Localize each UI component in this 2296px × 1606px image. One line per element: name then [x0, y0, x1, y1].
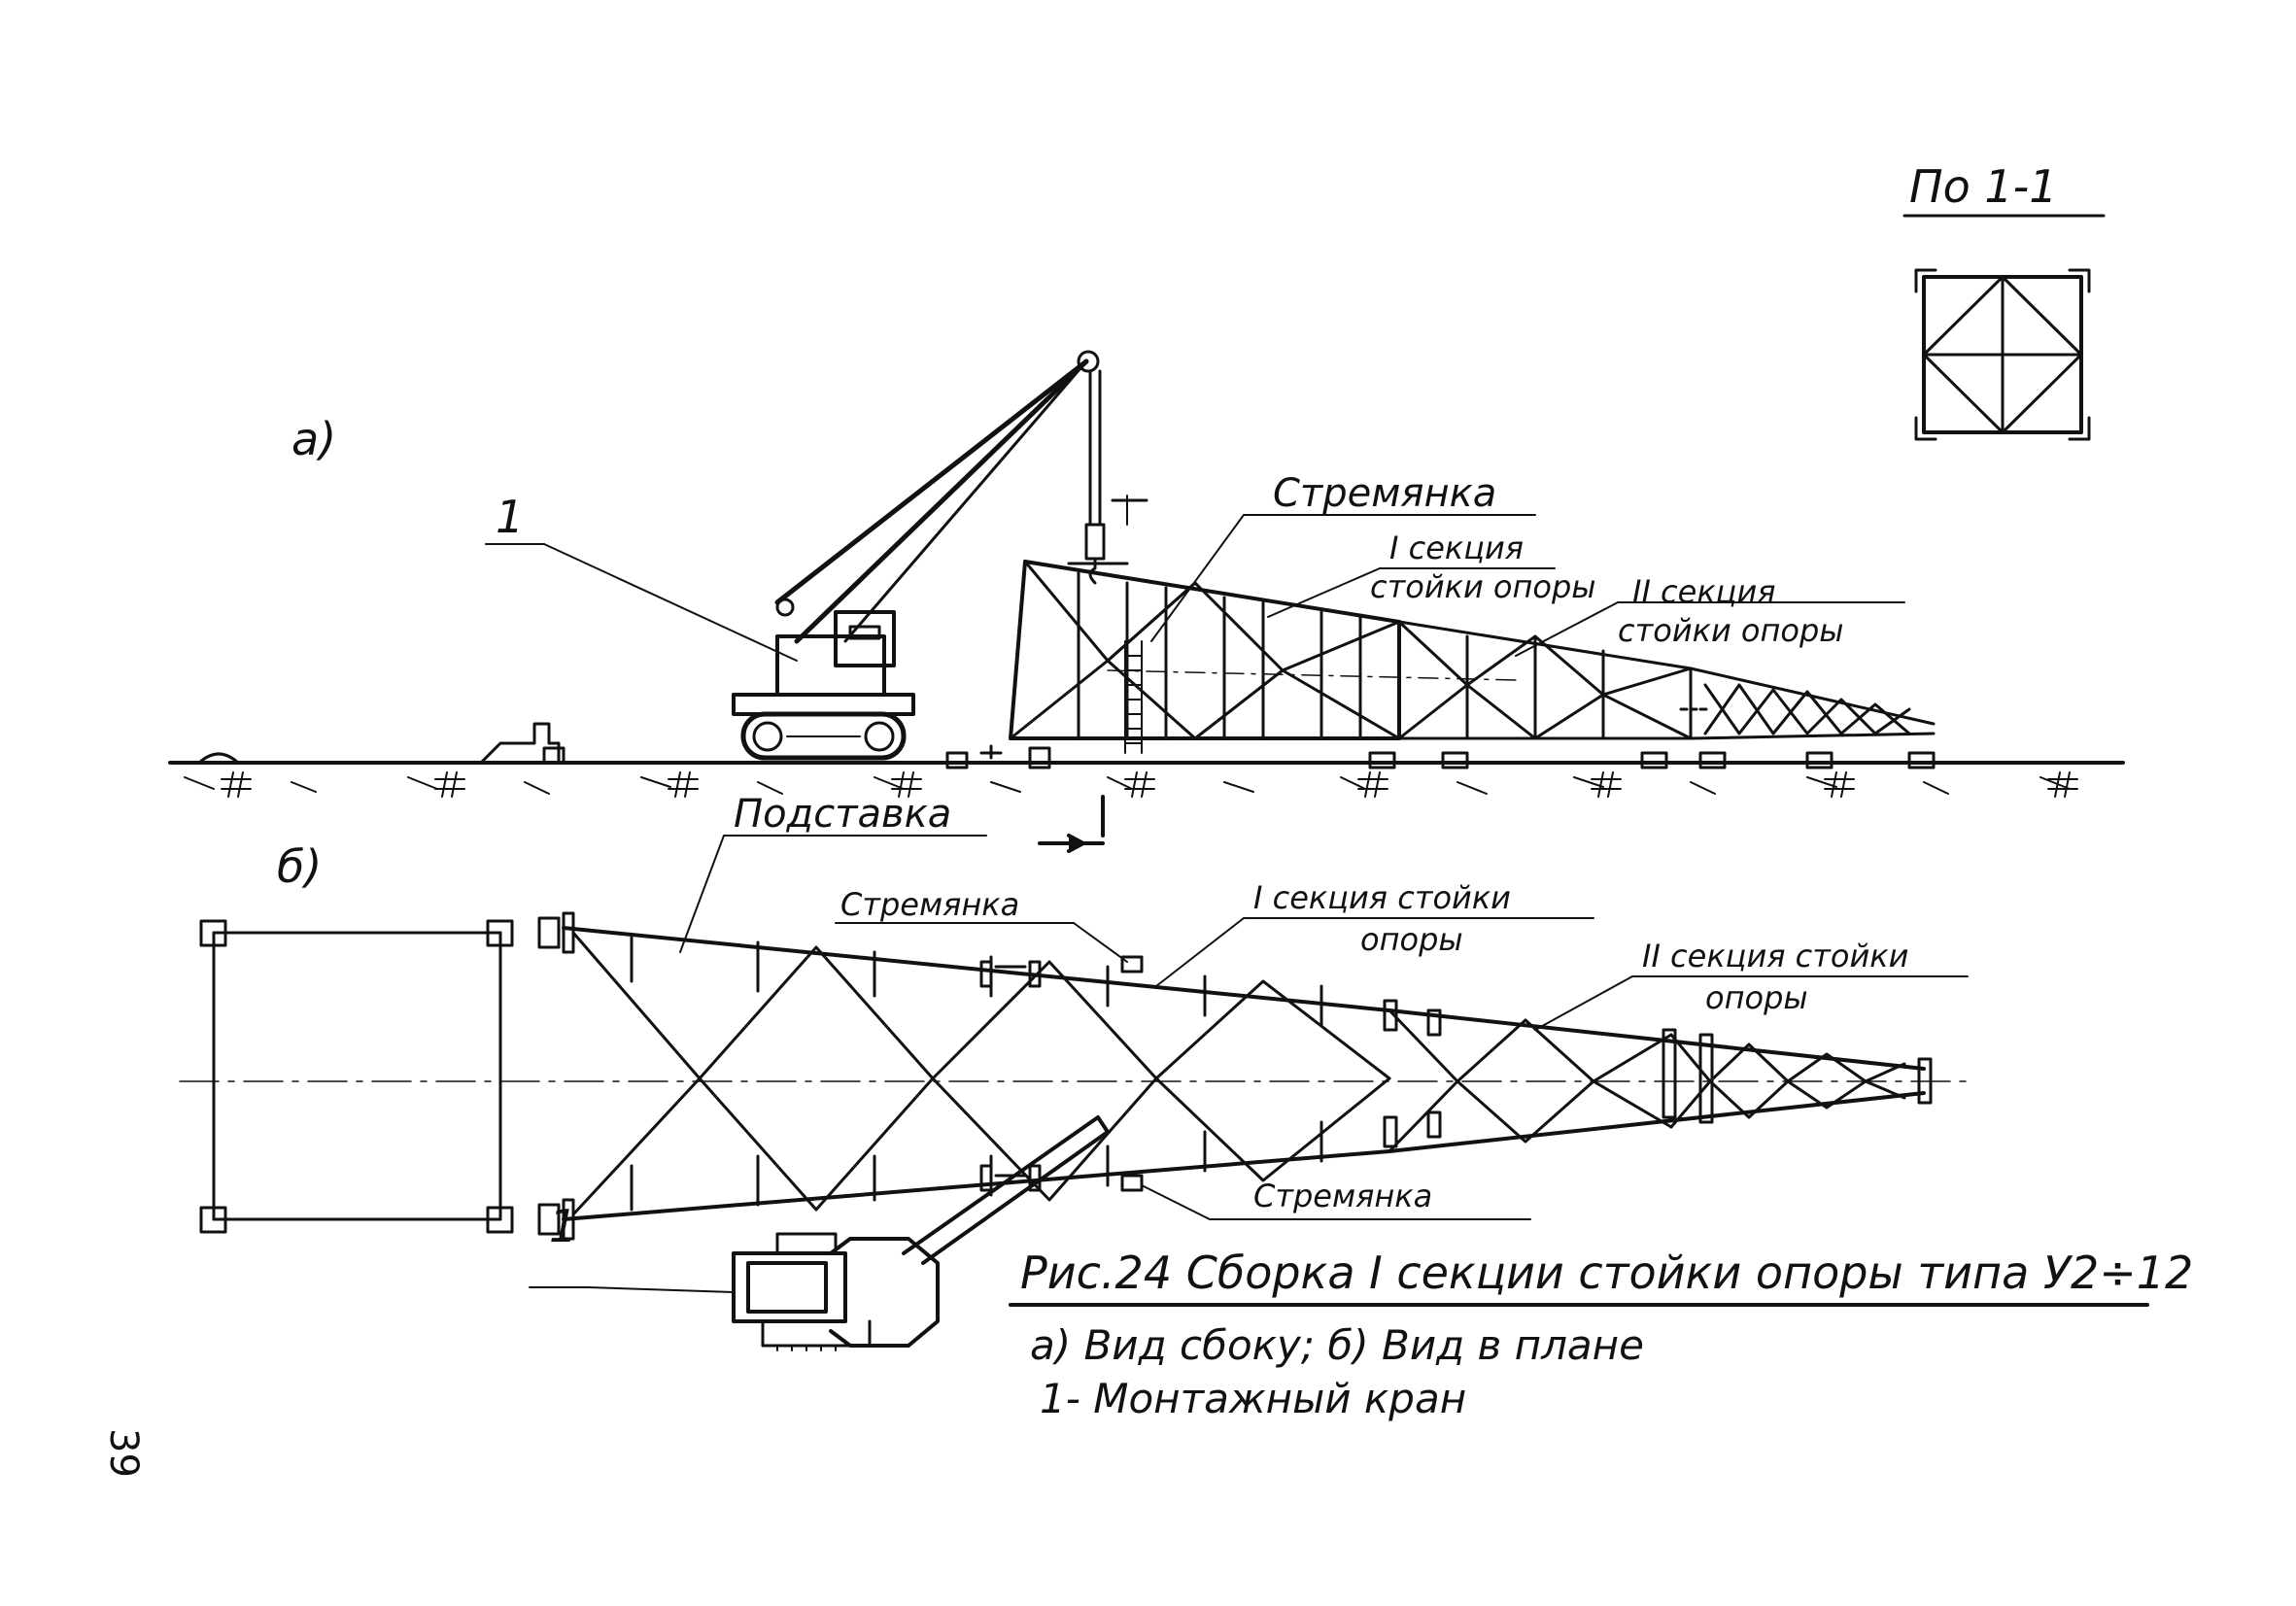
ladder-label-plan-bottom: Стремянка — [1253, 1178, 1433, 1214]
cross-section-symbol — [1902, 214, 2106, 441]
callout-crane-side: 1 — [496, 491, 525, 543]
ladder-label-side: Стремянка — [1273, 471, 1497, 516]
view-a-label: а) — [291, 413, 337, 465]
support-frame — [199, 919, 514, 1234]
view-b-label: б) — [277, 840, 323, 893]
supports-side — [945, 744, 1936, 769]
ground-object — [197, 752, 240, 765]
crawler-crane — [732, 350, 1148, 761]
section-2-label-side-line2: стойки опоры — [1618, 612, 1844, 649]
ladder-label-plan-top: Стремянка — [840, 886, 1020, 923]
leader-lines-plan — [529, 835, 1969, 1293]
section-marker — [1038, 795, 1105, 853]
joints-plan — [537, 911, 1933, 1241]
page-number: 39 — [101, 1428, 146, 1478]
winch — [479, 722, 561, 765]
section-reference: По 1-1 — [1909, 160, 2058, 213]
ladder-side — [1124, 640, 1143, 754]
figure-caption-line2: 1- Монтажный кран — [1040, 1375, 1467, 1422]
support-label: Подставка — [734, 792, 952, 837]
section-1-label-plan-line1: I секция стойки — [1253, 879, 1511, 916]
callout-crane-plan: 1 — [549, 1200, 578, 1252]
section-2-label-plan-line1: II секция стойки — [1642, 938, 1909, 974]
leader-lines-side — [485, 514, 1905, 662]
side-view — [168, 350, 2125, 853]
truss-section-2-side — [1397, 620, 1936, 740]
section-1-label-side-line2: стойки опоры — [1370, 568, 1596, 605]
truss-plan — [562, 926, 1926, 1221]
section-1-label-side-line1: I секция — [1389, 530, 1525, 566]
section-2-label-plan-line2: опоры — [1705, 979, 1808, 1016]
section-1-label-plan-line2: опоры — [1360, 921, 1463, 958]
crane-plan — [732, 1115, 1110, 1351]
truss-section-1-side — [1009, 560, 1517, 754]
section-2-label-side-line1: II секция — [1632, 573, 1776, 610]
figure-caption-title: Рис.24 Сборка I секции стойки опоры типа… — [1020, 1247, 2194, 1299]
ground-hatching — [184, 771, 2078, 798]
plan-view — [179, 835, 1973, 1351]
figure-caption-line1: а) Вид сбоку; б) Вид в плане — [1030, 1321, 1644, 1369]
